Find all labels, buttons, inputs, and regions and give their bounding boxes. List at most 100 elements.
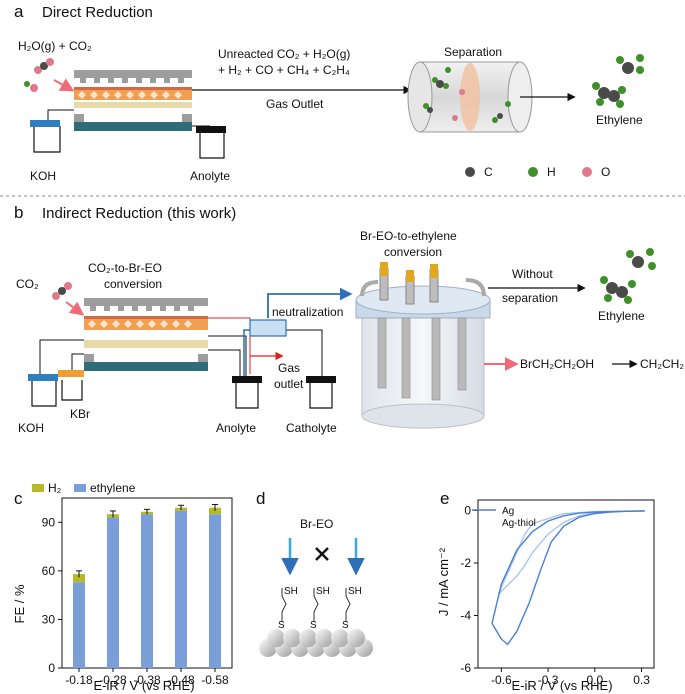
atom-legend: C H O [465, 165, 610, 179]
br-eo-label: Br-EO [300, 517, 333, 531]
chart-c-xtick-label: -0.18 [65, 673, 93, 687]
electrolyzer-b [84, 298, 208, 371]
chart-e-xtick-label: 0.0 [586, 673, 603, 687]
ethylene-label-a: Ethylene [596, 113, 643, 127]
panel-a: a Direct Reduction H₂O(g) + CO₂ [14, 2, 644, 183]
chart-c-xtick-label: -0.58 [201, 673, 229, 687]
s-label-1: S [278, 620, 285, 631]
chart-c-ytick-label: 60 [42, 564, 56, 578]
koh-beaker-b [31, 380, 57, 407]
sh-label-3: SH [348, 586, 362, 597]
conv2-line-1: Br-EO-to-ethylene [360, 229, 457, 243]
without-line-1: Without [512, 267, 553, 281]
anolyte-cap-a [196, 126, 226, 133]
koh-label-b: KOH [18, 421, 44, 435]
co2-molecule-icon-b [52, 282, 72, 300]
chart-e-xtick-label: -0.3 [538, 673, 559, 687]
conv2-line-2: conversion [384, 245, 442, 259]
panel-b-letter: b [14, 203, 23, 222]
electrode-terminals [360, 262, 486, 305]
feed-label: H₂O(g) + CO₂ [18, 39, 92, 53]
unreacted-line-2: + H₂ + CO + CH₄ + C₂H₄ [218, 63, 350, 77]
catholyte-label: Catholyte [286, 421, 337, 435]
conv1-line-1: CO₂-to-Br-EO [88, 261, 162, 275]
chart-c-xtick-label: -0.48 [167, 673, 195, 687]
neutralization-label: neutralization [272, 305, 343, 319]
panel-e-letter: e [440, 489, 449, 508]
chart-c-bar-ethylene [175, 510, 187, 668]
koh-label-a: KOH [30, 169, 56, 183]
co2-label-b: CO₂ [16, 277, 39, 291]
co2-feed-arrow [65, 301, 85, 316]
without-line-2: separation [502, 291, 558, 305]
chart-c-xtick-label: -0.38 [133, 673, 161, 687]
koh-beaker-a [33, 126, 61, 153]
chart-e-frame [477, 499, 655, 669]
chart-e-ylabel: J / mA cm⁻² [436, 547, 451, 616]
anolyte-label-b: Anolyte [216, 421, 256, 435]
separation-label: Separation [444, 45, 502, 59]
gas-outlet-line-2: outlet [274, 377, 304, 391]
chart-e-ytick-label: -2 [460, 556, 471, 570]
kbr-beaker [61, 380, 83, 401]
separation-tube [407, 61, 533, 133]
anolyte-label-a: Anolyte [190, 169, 230, 183]
kbr-cap [58, 370, 84, 377]
anolyte-beaker-b [235, 382, 259, 409]
hydrogen-atom-icon [528, 167, 538, 177]
chart-e-xtick-label: 0.3 [633, 673, 650, 687]
chart-e-ytick-label: 0 [464, 504, 471, 518]
anolyte-cap-b [232, 376, 262, 383]
anolyte-beaker-a [199, 132, 225, 159]
thiol-chains [281, 588, 351, 622]
reaction-reactant: BrCH₂CH₂OH [520, 357, 594, 371]
legend-label-ag-thiol: Ag-thiol [502, 518, 536, 529]
chart-c-ylabel: FE / % [12, 584, 27, 623]
chart-c-xtick-label: -0.28 [99, 673, 127, 687]
legend-atom-h: H [547, 165, 556, 179]
catholyte-cap [306, 376, 336, 383]
feed-arrow [53, 78, 75, 92]
legend-label-h2: H₂ [48, 481, 62, 495]
blocked-cross-icon [315, 547, 329, 561]
co2-molecule-icon [24, 58, 54, 92]
chart-e-ytick-label: -4 [460, 609, 471, 623]
chart-c-bar-ethylene [141, 514, 153, 668]
chart-c-bar-h2 [73, 574, 85, 583]
chart-c-ytick-label: 90 [42, 515, 56, 529]
panel-b-title: Indirect Reduction (this work) [42, 205, 236, 222]
legend-label-ag: Ag [502, 506, 514, 517]
chart-c-ytick-label: 30 [42, 612, 56, 626]
chart-e-line-ag [491, 510, 645, 646]
panel-a-letter: a [14, 2, 24, 21]
legend-label-ethylene: ethylene [90, 481, 136, 495]
ethylene-label-b: Ethylene [598, 309, 645, 323]
ethylene-molecule-icon-b [600, 248, 656, 304]
legend-swatch-ethylene [74, 484, 86, 492]
ethylene-molecule-icon-a [592, 54, 644, 108]
koh-cap-a [30, 120, 60, 127]
panel-c-letter: c [14, 489, 23, 508]
silver-surface-atoms [259, 629, 373, 657]
catholyte-beaker [309, 382, 333, 409]
panel-d-letter: d [256, 489, 265, 508]
s-label-2: S [310, 620, 317, 631]
panel-a-title: Direct Reduction [42, 4, 153, 21]
chart-c-legend: H₂ ethylene [32, 481, 136, 495]
neutralization-unit [249, 319, 287, 337]
s-label-3: S [342, 620, 349, 631]
kbr-label: KBr [70, 407, 90, 421]
gas-outlet-line-1: Gas [278, 361, 300, 375]
panel-b: b Indirect Reduction (this work) CO₂ CO₂… [14, 203, 684, 435]
oxygen-atom-icon [582, 167, 592, 177]
blocked-arrows [281, 538, 365, 576]
sh-label-2: SH [316, 586, 330, 597]
conv1-line-2: conversion [104, 277, 162, 291]
sh-label-1: SH [284, 586, 298, 597]
unreacted-line-1: Unreacted CO₂ + H₂O(g) [218, 47, 350, 61]
neutralization-flow-arrow [267, 287, 353, 318]
